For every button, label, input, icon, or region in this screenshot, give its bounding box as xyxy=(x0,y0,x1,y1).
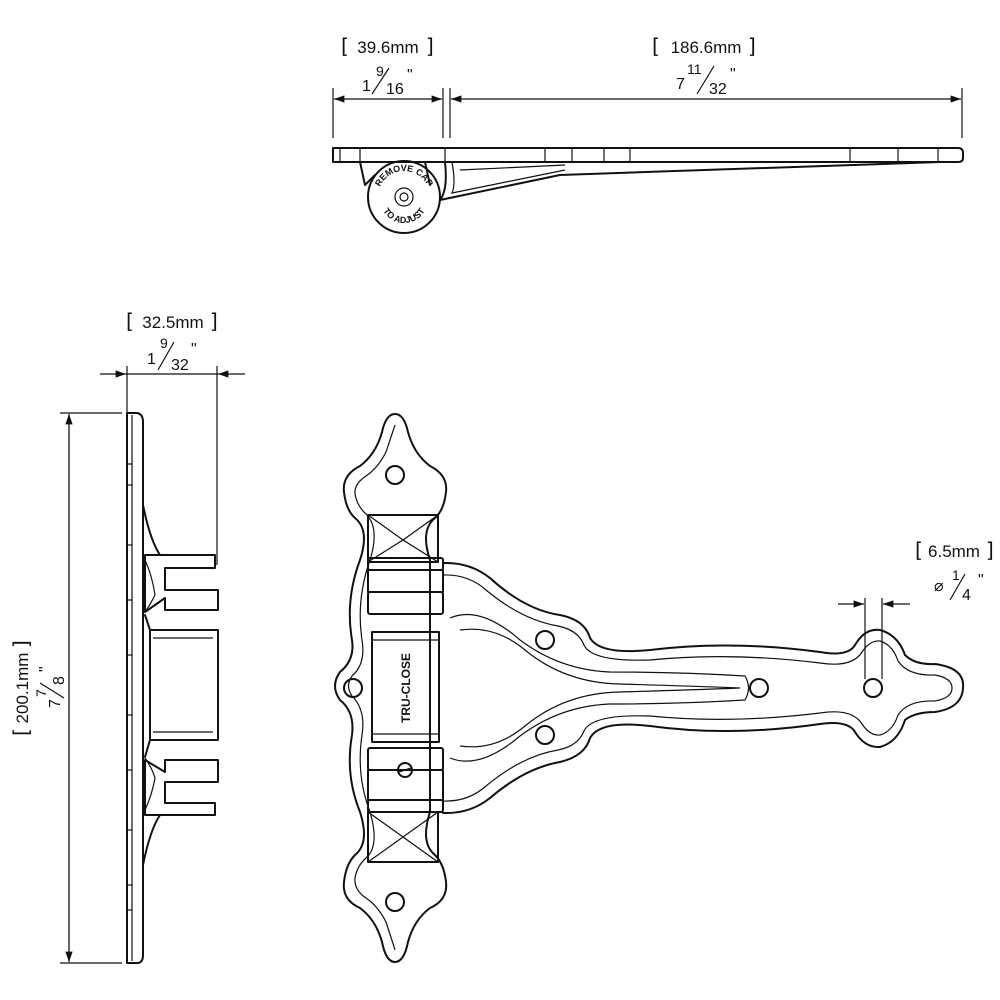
svg-text:11: 11 xyxy=(687,61,702,77)
top-view: REMOVE CAP TO ADJUST xyxy=(332,88,964,234)
screw-hole xyxy=(385,892,405,912)
dim-top-left: [ 39.6mm ] 1 9 16 " xyxy=(341,34,434,98)
svg-text:1: 1 xyxy=(952,567,960,583)
dim-hole: [ 6.5mm ] ⌀ 1 4 " xyxy=(915,538,994,604)
svg-text:": " xyxy=(730,66,736,83)
svg-text:[: [ xyxy=(652,34,660,58)
svg-text:32: 32 xyxy=(171,357,189,374)
svg-text:]: ] xyxy=(210,309,218,333)
svg-text:4: 4 xyxy=(962,587,971,604)
screw-hole xyxy=(863,678,883,698)
screw-hole xyxy=(535,725,555,745)
svg-text:": " xyxy=(37,666,54,672)
side-view xyxy=(100,366,245,964)
adjust-cap xyxy=(367,160,441,234)
svg-text:9: 9 xyxy=(160,335,168,351)
svg-text:[: [ xyxy=(9,728,33,736)
svg-text:16: 16 xyxy=(386,81,404,98)
svg-text:32: 32 xyxy=(709,81,727,98)
svg-text:]: ] xyxy=(9,640,33,648)
svg-text:1: 1 xyxy=(147,351,156,368)
svg-text:200.1mm: 200.1mm xyxy=(13,653,32,724)
adjust-screw xyxy=(397,762,413,778)
svg-text:8: 8 xyxy=(51,676,68,685)
svg-text:": " xyxy=(191,341,197,358)
svg-text:7: 7 xyxy=(676,76,685,93)
svg-text:9: 9 xyxy=(376,63,384,79)
svg-text:7: 7 xyxy=(33,689,49,697)
dim-side-width: [ 32.5mm ] 1 9 32 " xyxy=(126,309,218,374)
svg-text:]: ] xyxy=(986,538,994,562)
screw-hole xyxy=(749,678,769,698)
screw-hole xyxy=(385,465,405,485)
cap-label-adjust: TO ADJUST xyxy=(381,206,427,225)
screw-hole xyxy=(343,678,363,698)
svg-text:[: [ xyxy=(126,309,134,333)
svg-text:": " xyxy=(978,572,984,589)
screw-hole xyxy=(535,630,555,650)
front-view: TRU-CLOSE xyxy=(334,413,965,963)
svg-text:[: [ xyxy=(915,538,923,562)
svg-text:6.5mm: 6.5mm xyxy=(928,542,980,561)
dim-top-right: [ 186.6mm ] 7 11 32 " xyxy=(652,34,756,98)
svg-text:32.5mm: 32.5mm xyxy=(142,313,203,332)
dim-height: [ 200.1mm ] 7 7 8 " xyxy=(9,412,122,964)
svg-text:[: [ xyxy=(341,34,349,58)
brand-logo: TRU-CLOSE xyxy=(399,653,413,723)
svg-text:⌀: ⌀ xyxy=(934,578,944,595)
svg-text:": " xyxy=(407,67,413,84)
svg-text:186.6mm: 186.6mm xyxy=(671,38,742,57)
svg-text:7: 7 xyxy=(47,699,64,708)
svg-text:]: ] xyxy=(426,34,434,58)
svg-text:1: 1 xyxy=(362,78,371,95)
svg-text:]: ] xyxy=(748,34,756,58)
svg-text:39.6mm: 39.6mm xyxy=(357,38,418,57)
